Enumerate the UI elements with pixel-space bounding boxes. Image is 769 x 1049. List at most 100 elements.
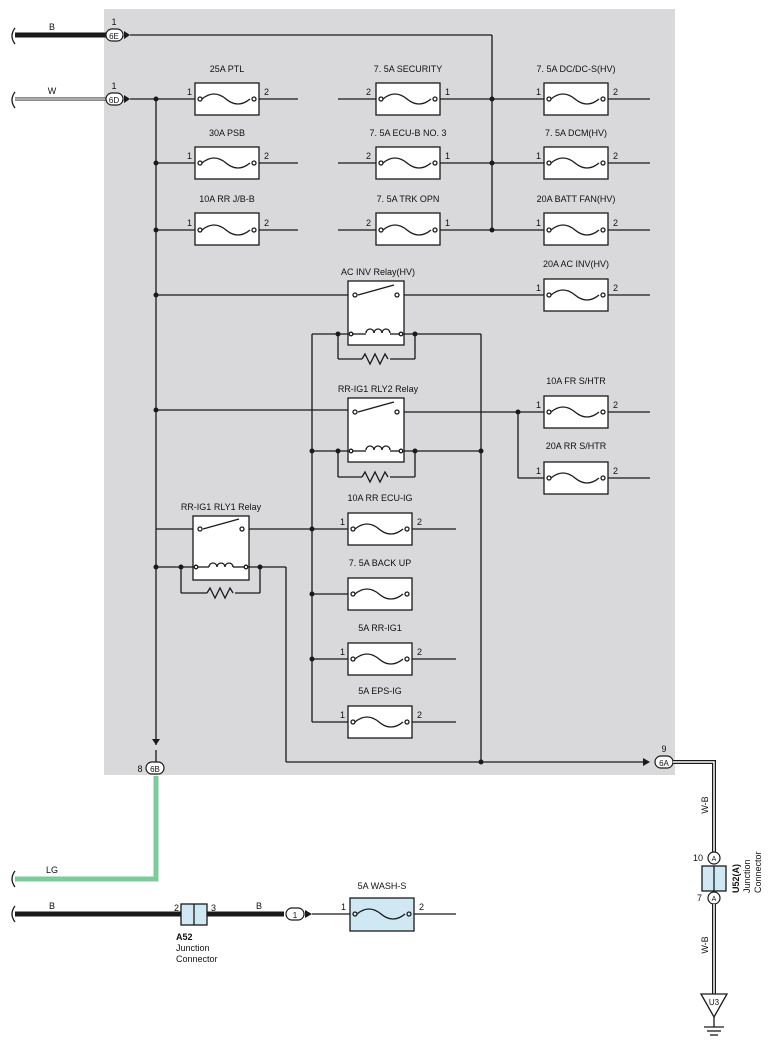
wire-color-wb: W-B xyxy=(700,796,710,813)
fuse-pin: 2 xyxy=(366,87,371,97)
fuse-pin: 1 xyxy=(341,902,346,912)
fuse-pin: 2 xyxy=(264,87,269,97)
connector-6a-pin: 9 xyxy=(661,744,666,754)
fuse-pin: 1 xyxy=(340,517,345,527)
fuse-7-5a-ecu-b-no3: 7. 5A ECU-B NO. 3 2 1 xyxy=(366,128,450,180)
u52-letter: A xyxy=(712,896,717,903)
wire-color-w: W xyxy=(48,86,57,96)
fuse-label: 5A RR-IG1 xyxy=(358,623,402,633)
wire-color-lg: LG xyxy=(46,865,58,875)
fuse-pin: 2 xyxy=(419,902,424,912)
u52-name: U52(A) xyxy=(731,864,741,893)
connector-1-label: 1 xyxy=(293,911,298,920)
fuse-10a-fr-s-htr: 10A FR S/HTR 1 2 xyxy=(536,376,618,429)
connector-6b: 6B 8 xyxy=(137,761,165,775)
fuse-label: 7. 5A TRK OPN xyxy=(377,194,440,204)
input-b-wire: 6E 1 B xyxy=(11,17,493,230)
fuse-20a-rr-s-htr: 20A RR S/HTR 1 2 xyxy=(536,441,618,495)
fuse-5a-rr-ig1: 5A RR-IG1 1 2 xyxy=(340,623,422,676)
fuse-pin: 1 xyxy=(536,218,541,228)
fuse-5a-wash-s: 5A WASH-S 1 2 xyxy=(341,881,424,932)
u52-letter: A xyxy=(712,856,717,863)
fuse-pin: 2 xyxy=(613,151,618,161)
fuse-7-5a-security: 7. 5A SECURITY 2 1 xyxy=(366,64,450,116)
fuse-pin: 1 xyxy=(536,466,541,476)
fuse-pin: 1 xyxy=(536,151,541,161)
a52-desc: Junction xyxy=(176,943,210,953)
fuse-label: 7. 5A BACK UP xyxy=(349,558,412,568)
fuse-pin: 2 xyxy=(417,647,422,657)
fuse-7-5a-trk-opn: 7. 5A TRK OPN 2 1 xyxy=(366,194,450,246)
fuse-25a-ptl: 25A PTL 1 2 xyxy=(187,64,269,116)
fuse-label: 25A PTL xyxy=(210,64,245,74)
wire-color-b-left: B xyxy=(49,901,55,911)
fuse-pin: 1 xyxy=(536,400,541,410)
relay-rr-ig1-rly2: RR-IG1 RLY2 Relay xyxy=(338,384,419,463)
fuse-7-5a-dcdc-s: 7. 5A DC/DC-S(HV) 1 2 xyxy=(536,64,618,116)
fuse-label: 5A WASH-S xyxy=(358,881,407,891)
fuse-pin: 1 xyxy=(187,87,192,97)
a52-name: A52 xyxy=(176,932,193,942)
fuse-pin: 2 xyxy=(366,151,371,161)
w-b-wire-upper: W-B xyxy=(673,760,716,852)
fuse-10a-rr-ecu-ig: 10A RR ECU-IG 1 2 xyxy=(340,493,422,546)
fuse-pin: 2 xyxy=(366,218,371,228)
fuse-pin: 1 xyxy=(536,283,541,293)
connector-6b-label: 6B xyxy=(150,765,160,774)
u52-desc: Connector xyxy=(753,851,763,893)
fuse-pin: 1 xyxy=(536,87,541,97)
fuse-pin: 2 xyxy=(613,400,618,410)
connector-6d-label: 6D xyxy=(109,96,119,105)
fuse-pin: 1 xyxy=(340,647,345,657)
connector-6d-pin: 1 xyxy=(111,81,116,91)
fuse-pin: 2 xyxy=(613,218,618,228)
fuse-pin: 1 xyxy=(445,218,450,228)
fuse-5a-eps-ig: 5A EPS-IG 1 2 xyxy=(340,686,422,739)
relay-ac-inv: AC INV Relay(HV) xyxy=(341,267,415,346)
w-b-wire-lower: W-B xyxy=(700,904,716,994)
fuse-label: 20A BATT FAN(HV) xyxy=(537,194,616,204)
fuse-label: 10A RR ECU-IG xyxy=(347,493,412,503)
fuse-pin: 2 xyxy=(613,283,618,293)
fuse-label: 7. 5A ECU-B NO. 3 xyxy=(369,128,446,138)
a52-pin: 3 xyxy=(211,903,216,913)
fuse-pin: 1 xyxy=(445,87,450,97)
connector-1: 1 xyxy=(285,907,305,921)
fuse-label: 20A AC INV(HV) xyxy=(543,259,609,269)
fuse-pin: 2 xyxy=(613,466,618,476)
relay-label: RR-IG1 RLY2 Relay xyxy=(338,384,419,394)
fuse-7-5a-back-up: 7. 5A BACK UP xyxy=(347,558,413,611)
u52-desc: Junction xyxy=(742,859,752,893)
u52-pin: 7 xyxy=(697,893,702,903)
fuse-pin: 2 xyxy=(264,151,269,161)
fuse-pin: 1 xyxy=(340,710,345,720)
fuse-label: 10A RR J/B-B xyxy=(199,194,255,204)
ground-u3: U3 xyxy=(699,993,729,1036)
connector-6a-label: 6A xyxy=(659,759,669,768)
connector-6e-pin: 1 xyxy=(111,17,116,27)
connector-6e-label: 6E xyxy=(109,32,119,41)
fuse-pin: 2 xyxy=(613,87,618,97)
ground-label: U3 xyxy=(709,998,720,1007)
wire-color-b: B xyxy=(49,22,55,32)
fuse-pin: 2 xyxy=(417,517,422,527)
fuse-label: 30A PSB xyxy=(209,128,245,138)
fuse-20a-ac-inv: 20A AC INV(HV) 1 2 xyxy=(536,259,618,312)
fuse-20a-batt-fan: 20A BATT FAN(HV) 1 2 xyxy=(536,194,618,246)
fuse-label: 10A FR S/HTR xyxy=(546,376,606,386)
u52-pin: 10 xyxy=(693,853,703,863)
fuse-pin: 1 xyxy=(187,151,192,161)
fuse-30a-psb: 30A PSB 1 2 xyxy=(187,128,269,180)
junction-connector-a52: 2 3 A52 Junction Connector xyxy=(174,903,218,964)
fuse-pin: 2 xyxy=(264,218,269,228)
a52-desc: Connector xyxy=(176,954,218,964)
fuse-10a-rr-jb-b: 10A RR J/B-B 1 2 xyxy=(187,194,269,246)
wire-color-wb: W-B xyxy=(700,936,710,953)
relay-label: RR-IG1 RLY1 Relay xyxy=(181,502,262,512)
relay-rr-ig1-rly1: RR-IG1 RLY1 Relay xyxy=(181,502,262,581)
fuse-label: 5A EPS-IG xyxy=(358,686,402,696)
relay-label: AC INV Relay(HV) xyxy=(341,267,415,277)
bottom-b-wire: B B xyxy=(11,901,284,923)
lg-wire: LG xyxy=(11,776,159,888)
